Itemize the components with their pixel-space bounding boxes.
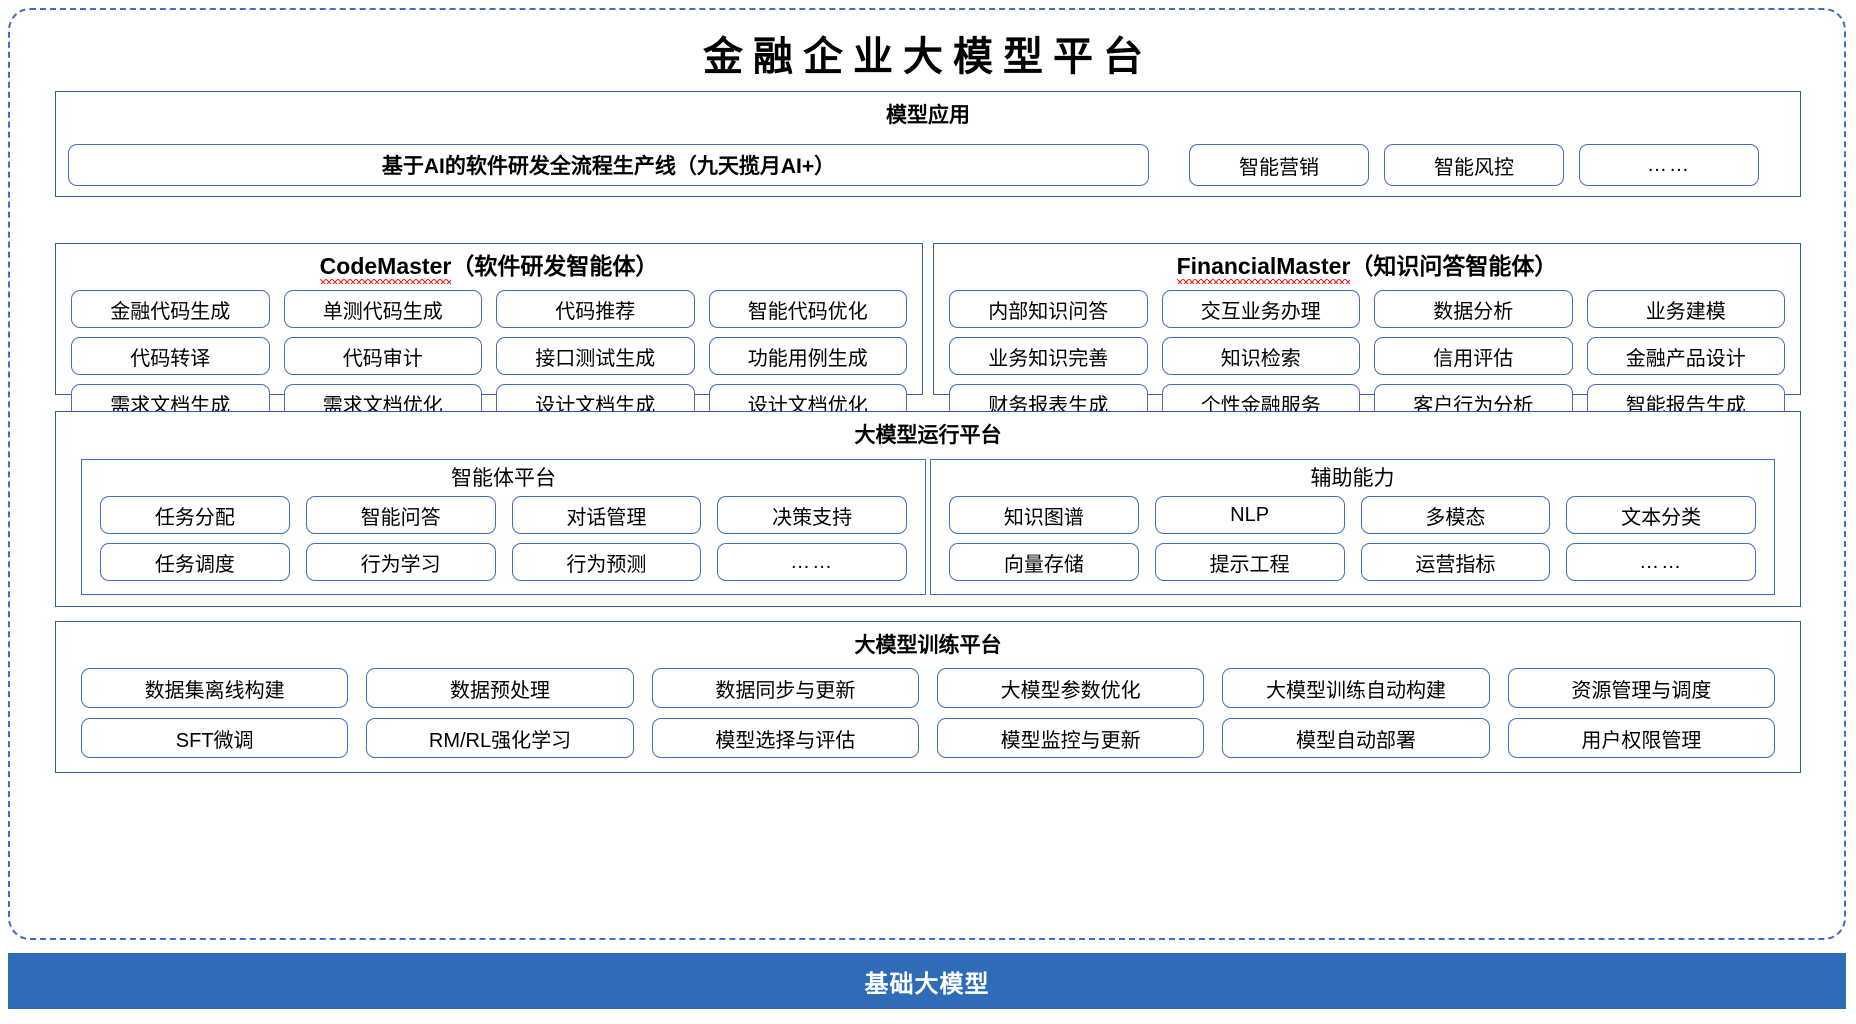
section-title-runtime-platform: 大模型运行平台: [854, 424, 1002, 447]
auxiliary-ability-item[interactable]: 向量存储: [949, 543, 1139, 581]
agent-platform-item[interactable]: 行为学习: [305, 543, 496, 581]
model-application-items-row: 基于AI的软件研发全流程生产线（九天揽月AI+） 智能营销 智能风控 ……: [68, 144, 1788, 186]
training-platform-item[interactable]: 模型选择与评估: [651, 718, 919, 758]
training-platform-item[interactable]: 大模型参数优化: [937, 668, 1205, 708]
training-platform-item[interactable]: 大模型训练自动构建: [1222, 668, 1490, 708]
code-master-latin-name: CodeMaster: [319, 253, 452, 284]
subsection-agent-platform: 智能体平台 任务分配 智能问答 对话管理 决策支持 任务调度 行为学习 行为预测…: [81, 459, 926, 595]
code-master-items-grid: 金融代码生成 单测代码生成 代码推荐 智能代码优化 代码转译 代码审计 接口测试…: [71, 290, 907, 422]
financial-master-item[interactable]: 内部知识问答: [949, 290, 1148, 328]
financial-master-items-grid: 内部知识问答 交互业务办理 数据分析 业务建模 业务知识完善 知识检索 信用评估…: [949, 290, 1785, 422]
code-master-item[interactable]: 单测代码生成: [283, 290, 482, 328]
page-title: 金融企业大模型平台: [703, 34, 1153, 79]
code-master-item[interactable]: 功能用例生成: [708, 337, 907, 375]
training-platform-item[interactable]: RM/RL强化学习: [366, 718, 634, 758]
section-code-master: CodeMaster（软件研发智能体） 金融代码生成 单测代码生成 代码推荐 智…: [55, 243, 923, 422]
section-title-model-application: 模型应用: [886, 104, 970, 127]
section-model-application: 模型应用 基于AI的软件研发全流程生产线（九天揽月AI+） 智能营销 智能风控 …: [55, 91, 1801, 197]
agent-platform-item-ellipsis[interactable]: ……: [717, 543, 907, 581]
auxiliary-ability-item[interactable]: 文本分类: [1566, 496, 1756, 534]
training-platform-item[interactable]: SFT微调: [81, 718, 349, 758]
code-master-item[interactable]: 代码转译: [71, 337, 270, 375]
section-title-code-master-wrap: CodeMaster（软件研发智能体）: [56, 253, 922, 284]
subsection-auxiliary-ability: 辅助能力 知识图谱 NLP 多模态 文本分类 向量存储 提示工程 运营指标 ……: [930, 459, 1775, 595]
financial-master-suffix: （知识问答智能体）: [1350, 253, 1558, 279]
training-platform-item[interactable]: 用户权限管理: [1507, 718, 1775, 758]
training-platform-item[interactable]: 模型监控与更新: [937, 718, 1205, 758]
model-application-item-risk-control[interactable]: 智能风控: [1384, 144, 1564, 186]
code-master-item[interactable]: 智能代码优化: [708, 290, 907, 328]
auxiliary-ability-items-grid: 知识图谱 NLP 多模态 文本分类 向量存储 提示工程 运营指标 ……: [949, 496, 1756, 581]
auxiliary-ability-item-ellipsis[interactable]: ……: [1566, 543, 1756, 581]
base-model-label: 基础大模型: [864, 970, 990, 998]
agent-platform-item[interactable]: 对话管理: [511, 496, 702, 534]
subsection-title-auxiliary-ability: 辅助能力: [1310, 467, 1395, 490]
training-platform-item[interactable]: 数据同步与更新: [651, 668, 919, 708]
section-title-financial-master: FinancialMaster（知识问答智能体）: [1176, 253, 1558, 284]
code-master-item[interactable]: 接口测试生成: [496, 337, 695, 375]
model-application-item-marketing[interactable]: 智能营销: [1189, 144, 1369, 186]
code-master-item[interactable]: 金融代码生成: [71, 290, 270, 328]
auxiliary-ability-item[interactable]: 提示工程: [1154, 543, 1345, 581]
training-platform-item[interactable]: 模型自动部署: [1222, 718, 1490, 758]
auxiliary-ability-item[interactable]: NLP: [1154, 496, 1345, 534]
section-title-training-platform: 大模型训练平台: [854, 634, 1002, 657]
auxiliary-ability-item[interactable]: 知识图谱: [949, 496, 1139, 534]
financial-master-item[interactable]: 数据分析: [1374, 290, 1573, 328]
agent-platform-item[interactable]: 智能问答: [305, 496, 496, 534]
training-platform-items-grid: 数据集离线构建 数据预处理 数据同步与更新 大模型参数优化 大模型训练自动构建 …: [81, 668, 1775, 758]
section-title-code-master: CodeMaster（软件研发智能体）: [319, 253, 659, 284]
model-application-main-item[interactable]: 基于AI的软件研发全流程生产线（九天揽月AI+）: [68, 144, 1149, 186]
code-master-item[interactable]: 代码推荐: [496, 290, 695, 328]
training-platform-item[interactable]: 数据集离线构建: [81, 668, 349, 708]
financial-master-item[interactable]: 信用评估: [1374, 337, 1573, 375]
training-platform-item[interactable]: 数据预处理: [366, 668, 634, 708]
section-title-financial-master-wrap: FinancialMaster（知识问答智能体）: [934, 253, 1800, 284]
financial-master-latin-name: FinancialMaster: [1176, 253, 1351, 284]
financial-master-item[interactable]: 知识检索: [1161, 337, 1360, 375]
subsection-title-agent-platform: 智能体平台: [451, 467, 556, 490]
agent-platform-item[interactable]: 任务调度: [100, 543, 290, 581]
financial-master-item[interactable]: 业务知识完善: [949, 337, 1148, 375]
auxiliary-ability-item[interactable]: 运营指标: [1360, 543, 1551, 581]
financial-master-item[interactable]: 业务建模: [1586, 290, 1785, 328]
agent-platform-item[interactable]: 行为预测: [511, 543, 702, 581]
section-financial-master: FinancialMaster（知识问答智能体） 内部知识问答 交互业务办理 数…: [933, 243, 1801, 422]
training-platform-item[interactable]: 资源管理与调度: [1507, 668, 1775, 708]
code-master-suffix: （软件研发智能体）: [451, 253, 659, 279]
code-master-item[interactable]: 代码审计: [283, 337, 482, 375]
financial-master-item[interactable]: 交互业务办理: [1161, 290, 1360, 328]
financial-master-item[interactable]: 金融产品设计: [1586, 337, 1785, 375]
section-runtime-platform: 大模型运行平台 智能体平台 任务分配 智能问答 对话管理 决策支持 任务调度 行…: [55, 411, 1801, 607]
auxiliary-ability-item[interactable]: 多模态: [1360, 496, 1551, 534]
model-application-item-ellipsis[interactable]: ……: [1579, 144, 1759, 186]
agent-platform-item[interactable]: 决策支持: [717, 496, 907, 534]
agent-platform-items-grid: 任务分配 智能问答 对话管理 决策支持 任务调度 行为学习 行为预测 ……: [100, 496, 907, 581]
section-training-platform: 大模型训练平台 数据集离线构建 数据预处理 数据同步与更新 大模型参数优化 大模…: [55, 621, 1801, 773]
base-model-bar: 基础大模型: [8, 953, 1846, 1009]
diagram-outer-frame: [8, 8, 1846, 940]
agent-platform-item[interactable]: 任务分配: [100, 496, 290, 534]
